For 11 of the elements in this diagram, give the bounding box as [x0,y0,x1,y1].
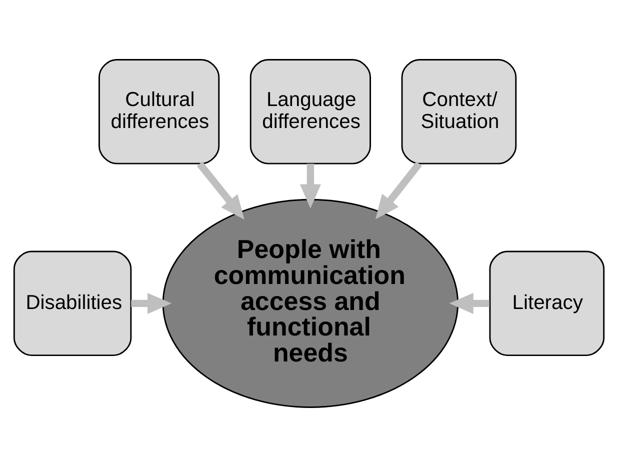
node-box: Disabilities [13,250,132,356]
arrow [196,160,244,220]
node-box: Literacy [489,250,605,356]
node-box: Language differences [250,58,371,164]
arrow [375,161,422,219]
node-ellipse: People with communication access and functional needs [162,198,459,408]
arrow [449,292,490,314]
node-box: Cultural differences [98,58,220,164]
arrow [131,292,172,314]
node-box: Context/ Situation [401,58,517,164]
arrow [300,163,321,208]
